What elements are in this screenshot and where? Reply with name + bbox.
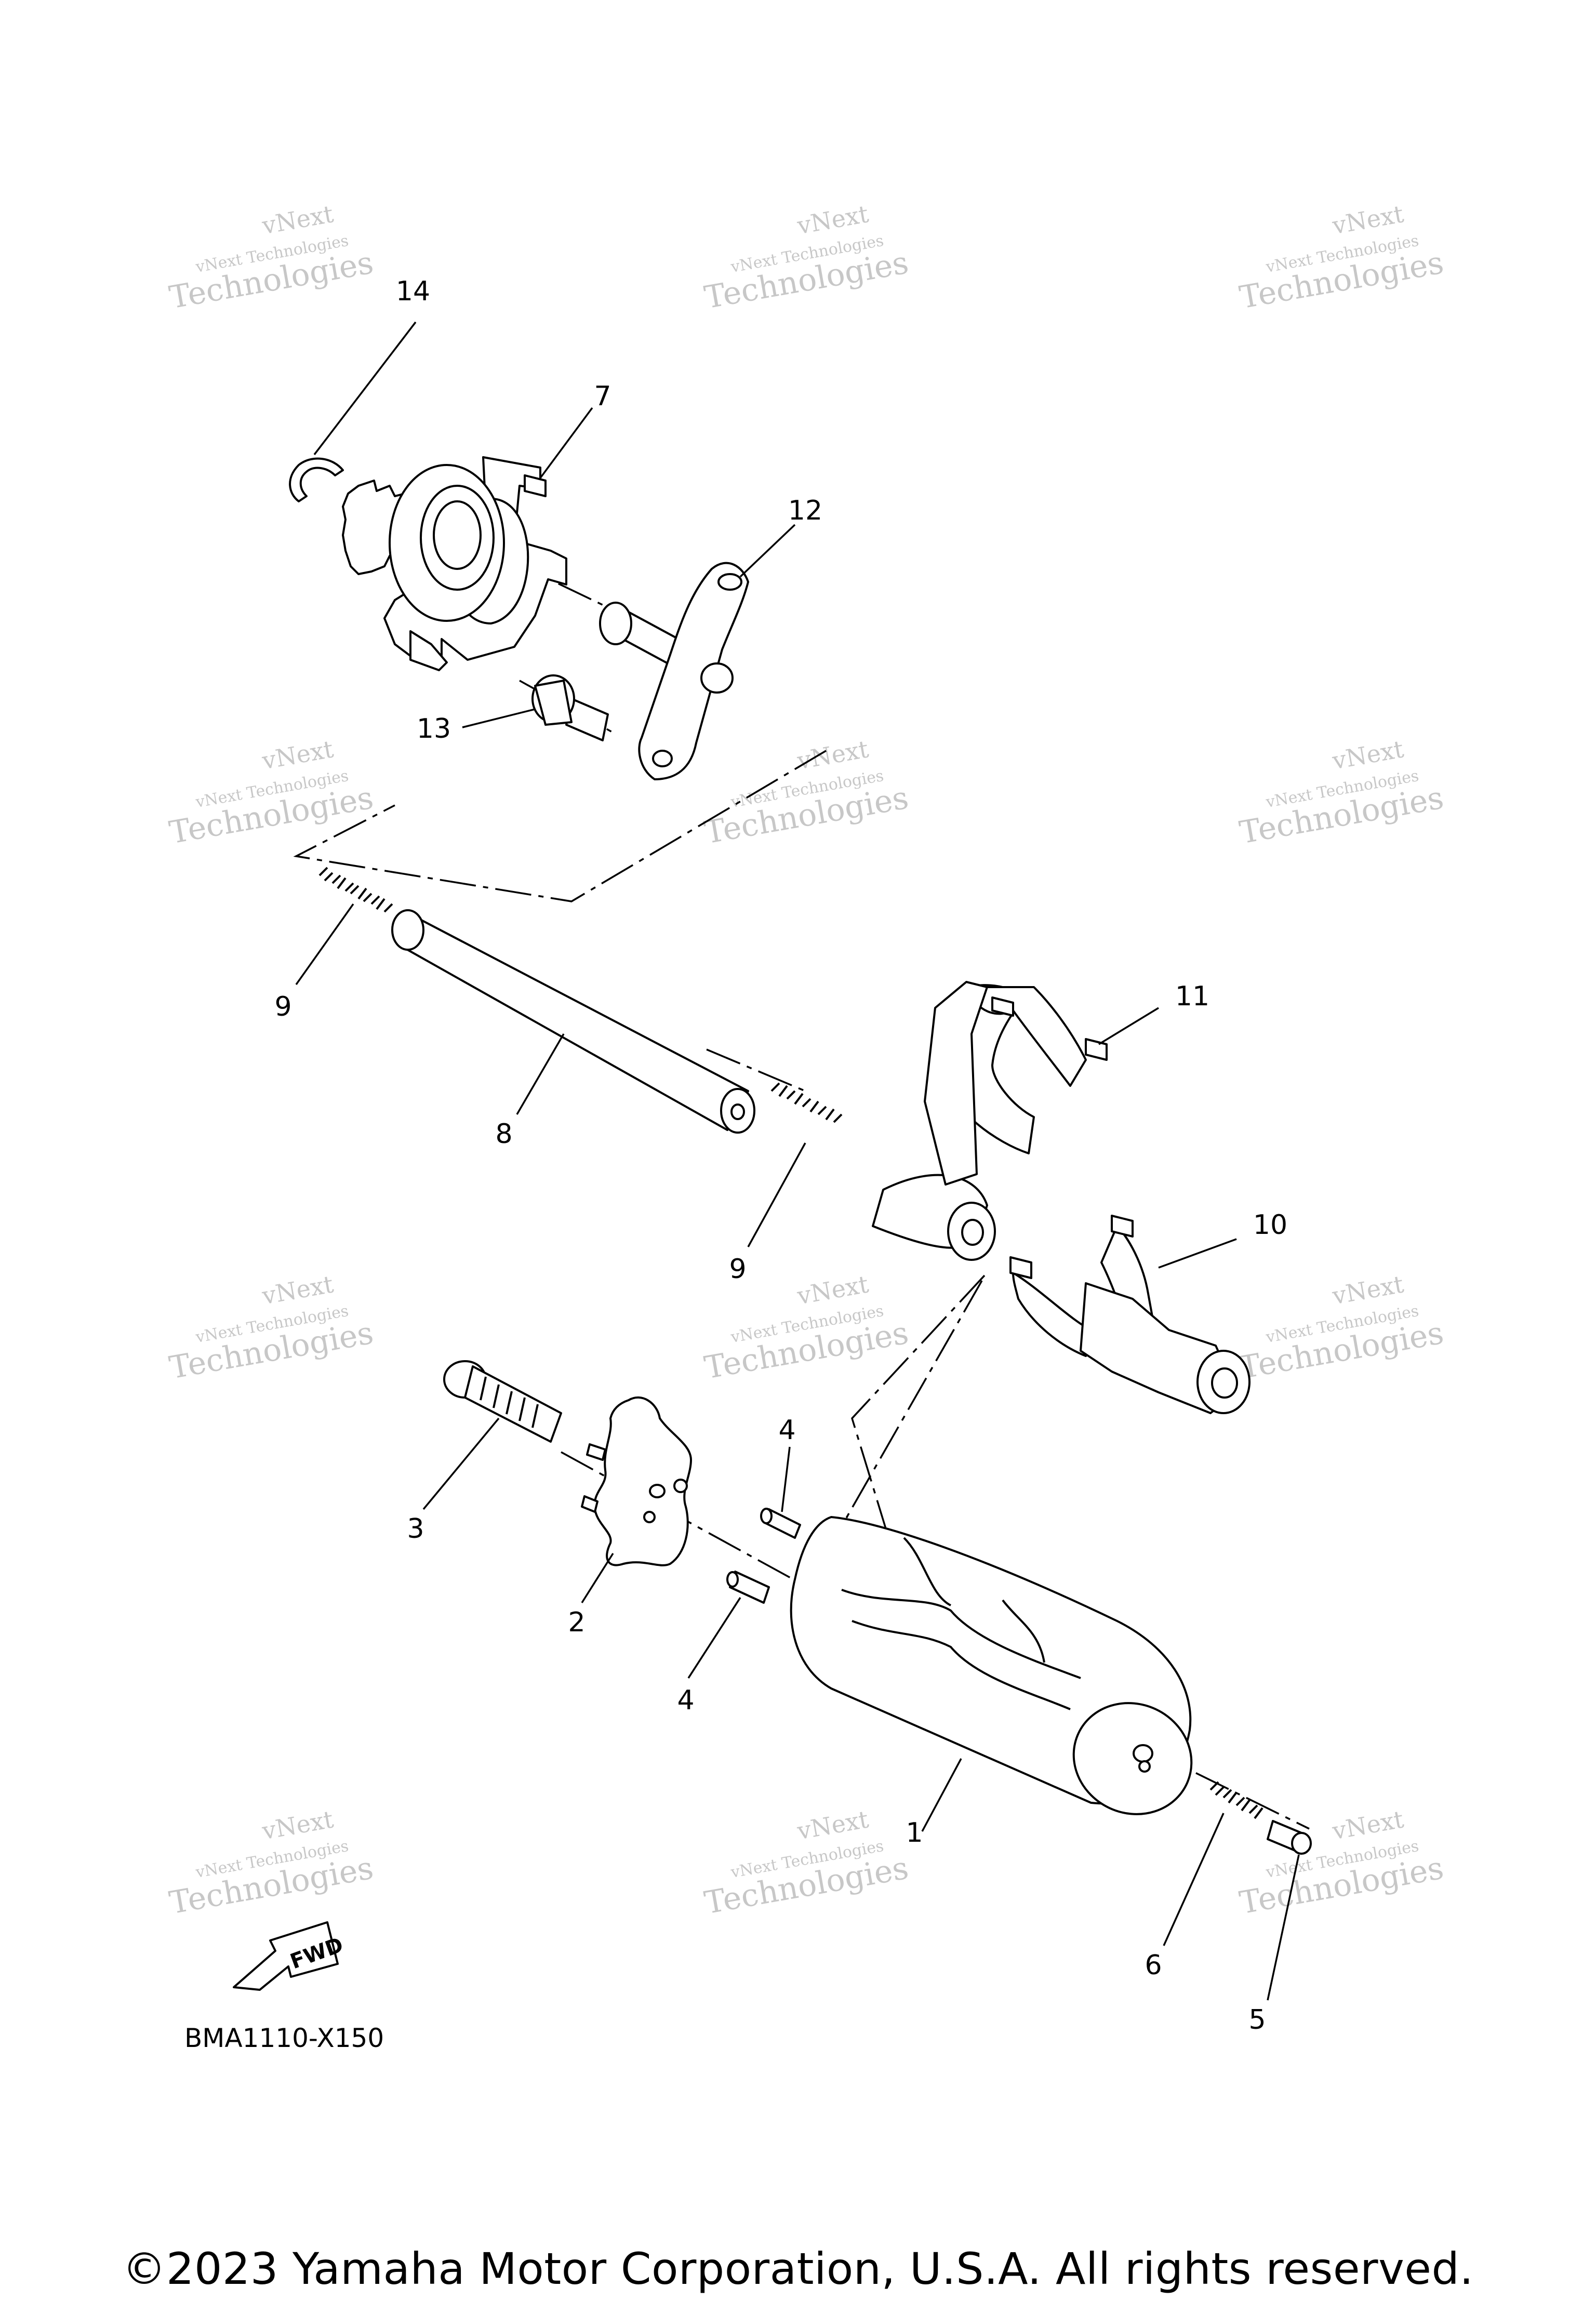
segment-screw xyxy=(443,1360,562,1443)
shift-cam-segment xyxy=(581,1397,692,1566)
watermark: vNext vNext Technologies Technologies xyxy=(167,735,376,851)
diagram-code: BMA1110-X150 xyxy=(184,2023,384,2053)
watermark: vNext vNext Technologies Technologies xyxy=(1237,735,1446,851)
callout-9-middle: 9 xyxy=(729,1254,746,1285)
dowel-pin-upper xyxy=(760,1508,801,1539)
shift-drum xyxy=(790,1516,1193,1815)
watermark: vNext vNext Technologies Technologies xyxy=(702,735,911,851)
watermark: vNext vNext Technologies Technologies xyxy=(167,1270,376,1386)
svg-text:vNext: vNext xyxy=(795,1805,871,1845)
shift-shaft xyxy=(599,562,749,780)
leader-lines xyxy=(295,321,1300,2001)
spring-middle xyxy=(770,1082,843,1123)
shift-fork-10 xyxy=(1009,1215,1251,1414)
svg-text:vNext: vNext xyxy=(795,735,871,775)
guide-bar xyxy=(391,909,755,1134)
watermark: vNext vNext Technologies Technologies xyxy=(1237,200,1446,316)
dowel-pin-lower xyxy=(726,1571,770,1604)
svg-text:vNext: vNext xyxy=(260,735,336,775)
watermark: vNext vNext Technologies Technologies xyxy=(702,200,911,316)
svg-text:vNext: vNext xyxy=(260,1270,336,1310)
watermark: vNext vNext Technologies Technologies xyxy=(702,1805,911,1921)
callout-1: 1 xyxy=(906,1817,923,1848)
svg-text:vNext: vNext xyxy=(795,1270,871,1310)
callout-13: 13 xyxy=(417,713,451,744)
shift-fork-11 xyxy=(872,981,1108,1261)
circlip xyxy=(289,457,344,502)
callout-12: 12 xyxy=(788,495,822,526)
svg-text:vNext: vNext xyxy=(260,200,336,240)
svg-text:vNext: vNext xyxy=(1330,735,1406,775)
svg-text:vNext: vNext xyxy=(260,1805,336,1845)
callout-10: 10 xyxy=(1253,1209,1287,1241)
watermark: vNext vNext Technologies Technologies xyxy=(167,200,376,316)
detent-pin xyxy=(1267,1820,1312,1855)
callout-6: 6 xyxy=(1145,1950,1162,1981)
spring-upper xyxy=(318,867,393,913)
callout-11: 11 xyxy=(1175,981,1209,1012)
watermarks: vNext vNext Technologies Technologies vN… xyxy=(167,200,1446,1921)
callout-9-upper: 9 xyxy=(274,991,291,1022)
copyright-notice: ©2023 Yamaha Motor Corporation, U.S.A. A… xyxy=(122,2243,1474,2294)
callout-14: 14 xyxy=(396,276,430,307)
spring-lower xyxy=(1209,1781,1264,1819)
svg-text:vNext: vNext xyxy=(795,200,871,240)
callout-5: 5 xyxy=(1248,2004,1266,2036)
watermark: vNext vNext Technologies Technologies xyxy=(702,1270,911,1386)
callout-3: 3 xyxy=(407,1513,424,1545)
watermark: vNext vNext Technologies Technologies xyxy=(167,1805,376,1921)
callout-7: 7 xyxy=(594,381,611,412)
callout-4-lower: 4 xyxy=(677,1685,694,1716)
fwd-arrow-icon: FWD xyxy=(233,1921,347,1991)
shift-bolt xyxy=(531,674,609,741)
svg-text:vNext: vNext xyxy=(1330,1805,1406,1845)
callout-8: 8 xyxy=(495,1119,512,1150)
watermark: vNext vNext Technologies Technologies xyxy=(1237,1805,1446,1921)
callout-4-upper: 4 xyxy=(778,1415,795,1446)
shift-gear xyxy=(342,464,505,622)
callout-labels: 14 7 12 13 9 8 9 11 10 3 4 2 4 1 6 5 xyxy=(274,276,1287,2036)
callout-2: 2 xyxy=(568,1607,585,1638)
svg-text:vNext: vNext xyxy=(1330,200,1406,240)
svg-text:vNext: vNext xyxy=(1330,1270,1406,1310)
watermark: vNext vNext Technologies Technologies xyxy=(1237,1270,1446,1386)
